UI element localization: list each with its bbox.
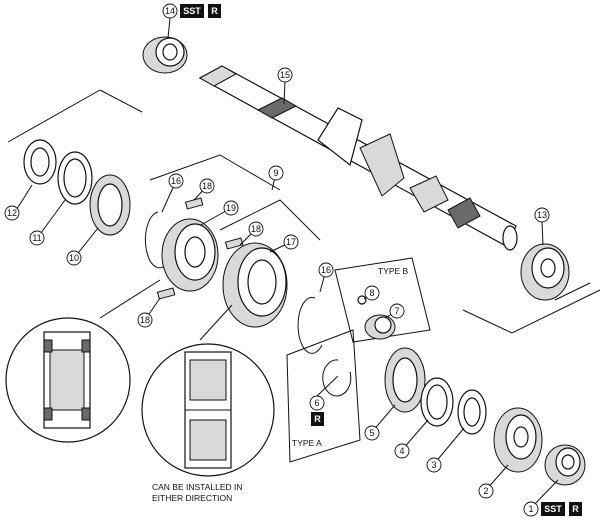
svg-text:7: 7 bbox=[394, 306, 399, 316]
key-18c bbox=[156, 287, 176, 300]
tag-r-top: R bbox=[208, 4, 221, 18]
callout-14: 14 bbox=[162, 3, 178, 19]
gear-2 bbox=[493, 407, 543, 473]
ring-4 bbox=[420, 377, 454, 427]
callout-3: 3 bbox=[426, 457, 442, 473]
callout-7: 7 bbox=[389, 303, 405, 319]
tag-sst-bottom: SST bbox=[541, 502, 565, 516]
callout-2: 2 bbox=[478, 483, 494, 499]
clutch-hub-19 bbox=[161, 218, 219, 292]
callout-4: 4 bbox=[394, 443, 410, 459]
snap-ring-16-left bbox=[144, 211, 169, 269]
svg-text:14: 14 bbox=[165, 6, 175, 16]
type-a-box: TYPE A bbox=[286, 329, 361, 463]
callout-16a: 16 bbox=[168, 173, 184, 189]
callout-12: 12 bbox=[4, 205, 20, 221]
note-line-2: EITHER DIRECTION bbox=[152, 493, 232, 503]
svg-text:10: 10 bbox=[69, 253, 79, 263]
type-a-label: TYPE A bbox=[292, 438, 322, 448]
callout-16b: 16 bbox=[318, 262, 334, 278]
svg-text:8: 8 bbox=[369, 288, 374, 298]
svg-text:9: 9 bbox=[273, 168, 278, 178]
clutch-sleeve-17 bbox=[222, 242, 288, 328]
svg-text:18: 18 bbox=[251, 224, 261, 234]
svg-text:2: 2 bbox=[483, 486, 488, 496]
svg-text:SST: SST bbox=[544, 504, 562, 514]
svg-text:15: 15 bbox=[280, 70, 290, 80]
tag-r-bottom: R bbox=[569, 502, 582, 516]
svg-text:R: R bbox=[572, 504, 579, 514]
callout-5: 5 bbox=[364, 425, 380, 441]
svg-text:19: 19 bbox=[226, 203, 236, 213]
bearing-1 bbox=[544, 444, 586, 486]
callout-15: 15 bbox=[277, 67, 293, 83]
callout-11: 11 bbox=[29, 230, 45, 246]
svg-text:4: 4 bbox=[399, 446, 404, 456]
callout-19: 19 bbox=[223, 200, 239, 216]
svg-text:6: 6 bbox=[314, 398, 319, 408]
ring-11 bbox=[57, 151, 93, 205]
synchronizer-group-bracket bbox=[149, 154, 321, 241]
snap-ring-16-right bbox=[297, 296, 323, 354]
note-line-1: CAN BE INSTALLED IN bbox=[152, 482, 243, 492]
gear-13 bbox=[520, 243, 570, 301]
svg-text:16: 16 bbox=[321, 265, 331, 275]
svg-text:1: 1 bbox=[528, 504, 533, 514]
tag-sst-top: SST bbox=[180, 4, 204, 18]
svg-text:13: 13 bbox=[537, 210, 547, 220]
detail-circle-hub bbox=[5, 279, 161, 443]
callout-18c: 18 bbox=[137, 312, 153, 328]
svg-text:12: 12 bbox=[7, 208, 17, 218]
tag-r-type-a: R bbox=[311, 412, 324, 426]
svg-text:11: 11 bbox=[32, 233, 41, 243]
callout-10: 10 bbox=[66, 250, 82, 266]
synchronizer-ring-5 bbox=[384, 347, 426, 413]
type-b-label: TYPE B bbox=[378, 266, 409, 276]
type-b-box: TYPE B bbox=[334, 257, 431, 343]
detail-circle-sleeve bbox=[141, 304, 275, 477]
svg-text:R: R bbox=[211, 6, 218, 16]
installation-note: CAN BE INSTALLED IN EITHER DIRECTION bbox=[152, 482, 243, 503]
callout-6: 6 bbox=[309, 395, 325, 411]
callout-18b: 18 bbox=[248, 221, 264, 237]
callout-9: 9 bbox=[268, 165, 284, 181]
assembly-bracket-left bbox=[7, 89, 143, 143]
callout-13: 13 bbox=[534, 207, 550, 223]
assembly-bracket-right bbox=[462, 282, 601, 334]
key-18b bbox=[224, 237, 244, 250]
svg-text:18: 18 bbox=[202, 181, 212, 191]
main-shaft bbox=[198, 65, 518, 251]
svg-text:16: 16 bbox=[171, 176, 181, 186]
synchronizer-ring-10 bbox=[89, 174, 131, 236]
ring-3 bbox=[457, 389, 487, 435]
ring-12 bbox=[23, 139, 57, 185]
svg-text:R: R bbox=[314, 414, 321, 424]
callout-1: 1 bbox=[523, 501, 539, 517]
key-18a bbox=[184, 197, 204, 210]
svg-text:3: 3 bbox=[431, 460, 436, 470]
svg-text:17: 17 bbox=[286, 237, 296, 247]
bearing-14 bbox=[142, 36, 188, 74]
callout-8: 8 bbox=[364, 285, 380, 301]
callout-18a: 18 bbox=[199, 178, 215, 194]
callout-17: 17 bbox=[283, 234, 299, 250]
svg-text:5: 5 bbox=[369, 428, 374, 438]
svg-text:SST: SST bbox=[183, 6, 201, 16]
svg-text:18: 18 bbox=[140, 315, 150, 325]
